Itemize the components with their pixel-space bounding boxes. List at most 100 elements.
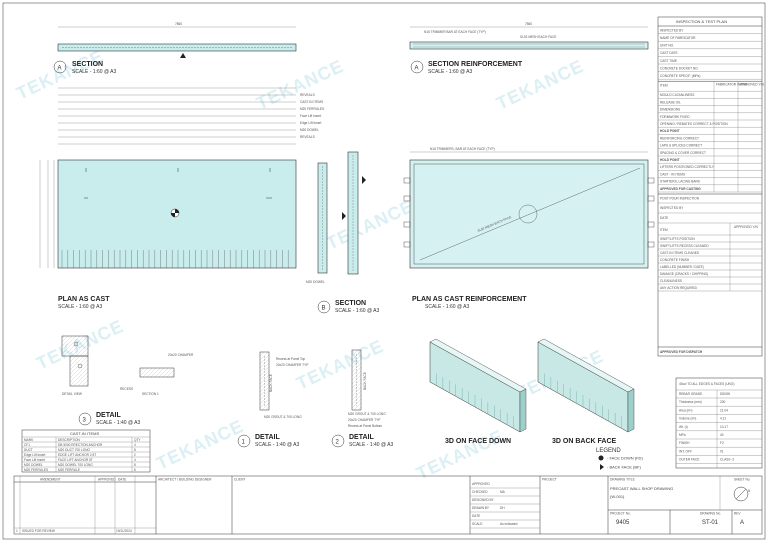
castin-cell: Face Lift Insert [24,458,45,462]
castin-cell: 8 [134,448,136,452]
property-label: Area (m²) [679,408,692,412]
castin-cell: Edge Lift Insert [24,453,46,457]
castin-cell: 4 [134,443,136,447]
inspection-header-row: CONCRETE SPECIF. (MPa) [660,74,700,78]
svg-text:TEKANCE: TEKANCE [323,196,417,254]
panel-bottom-teeth [61,250,289,268]
castin-cell: 4 [134,458,136,462]
svg-text:- BACK FACE (BF): - BACK FACE (BF) [607,465,641,470]
svg-text:N: N [748,489,751,493]
check-item: LAPS & SPLICES CORRECT [660,144,702,148]
inspection-header-row: INSPECTED BY [660,28,684,32]
svg-text:Recess at Panel Top: Recess at Panel Top [276,357,305,361]
detail-3-view: DETAIL VIEW SECTION 1 20x20 CHAMFER RECE… [61,335,194,426]
svg-text:DETAIL: DETAIL [349,434,374,441]
inspection-header-row: NAME OF FABRICATOR [660,36,696,40]
castin-cell: M20 DOWEL [24,463,43,467]
svg-text:TEKANCE: TEKANCE [253,56,347,114]
castin-header: QTY [134,438,141,442]
castin-cell: FACE LIFT ANCHOR 5T [58,458,93,462]
svg-text:DETAIL: DETAIL [255,434,280,441]
role-value: DH [500,506,505,510]
check-item: MOULD CLEANLINESS [660,93,694,97]
svg-text:Face Lift Insert: Face Lift Insert [300,114,321,118]
post-pour-row: INSPECTED BY [660,206,684,210]
svg-text:ST-01: ST-01 [702,520,719,526]
role-value: As indicated [500,522,518,526]
svg-text:7860: 7860 [175,22,182,26]
svg-text:B: B [322,306,326,312]
svg-text:A: A [58,66,62,72]
svg-text:40cw TO ALL EDGES & FACES (UNO: 40cw TO ALL EDGES & FACES (UNO) [679,382,734,386]
check-item: CAST - IN ITEMS [660,172,685,176]
svg-text:PROJECT: PROJECT [542,478,557,482]
inspection-header-row: CAST TIME [660,59,677,63]
check-item: SPACING & COVER CORRECT [660,151,706,155]
detail-2-view: BACK FACE M20 GROUT & 700 LONG 20x20 CHA… [331,349,393,448]
castin-cell: M20 DOWEL 700 LONG [58,463,93,467]
svg-text:SECTION: SECTION [72,61,103,68]
title-block: AMENDMENT APPROVED DATE 1 ISSUED FOR REV… [13,475,763,535]
property-label: REBAR GRADE [679,392,702,396]
property-label: Volume (m³) [679,417,696,421]
post-pour-row: DATE [660,216,668,220]
property-value: 40 [720,433,724,437]
properties-table: 40cw TO ALL EDGES & FACES (UNO) REBAR GR… [675,377,763,469]
post-check-item: ANY ACTION REQUIRED [660,286,698,290]
back-face-icon [600,464,604,470]
property-value: 10.17 [720,425,728,429]
3d-back-face-view: 3D ON BACK FACE [537,338,635,445]
svg-text:9405: 9405 [616,520,630,526]
section-a-marker [53,60,67,74]
role-label: CHECKED [472,490,488,494]
castin-cell: M20 DUCT 700 LONG [58,448,91,452]
inspection-header-row: CONCRETE DOCKET NO. [660,66,699,70]
svg-text:DETAIL VIEW: DETAIL VIEW [62,392,82,396]
check-item: HOLD POINT [660,158,680,162]
svg-text:M20 GROUT & 700 LONG: M20 GROUT & 700 LONG [348,412,386,416]
property-label: FINISH [679,441,690,445]
check-item: RELEASE OIL [660,100,681,104]
castin-header: MARK [24,438,34,442]
reinf-panel [409,159,649,269]
legend: LEGEND - FACE DOWN (FD) - BACK FACE (BF) [596,448,643,470]
svg-text:20x20 CHAMFER TYP: 20x20 CHAMFER TYP [348,418,380,422]
svg-text:1: 1 [242,440,246,446]
post-check-item: LABELLED (NUMBER / DATE) [660,265,704,269]
post-check-item: DAMAGE (CRACKS / CHIPPING) [660,272,708,276]
plan-as-cast-view: REVEALS CAST-IN ITEMS M20 FERRULES Face … [39,87,324,310]
svg-text:ISSUED FOR REVIEW: ISSUED FOR REVIEW [22,529,55,533]
svg-text:INSPECTION & TEST PLAN: INSPECTION & TEST PLAN [676,19,727,24]
property-value: D500N [720,392,731,396]
post-check-item: CONCRETE FINISH [660,258,690,262]
face-down-icon [598,455,604,461]
svg-text:RECESS: RECESS [120,387,133,391]
post-check-item: SWIFTLIFTS POSITION [660,237,695,241]
inspection-header-row: CAST DATE [660,51,678,55]
svg-text:Edge Lift Insert: Edge Lift Insert [300,121,322,125]
svg-text:Recess at Panel Bottom: Recess at Panel Bottom [348,424,383,428]
post-check-item: CAST-IN ITEMS CLEANED [660,251,700,255]
svg-text:CLIENT: CLIENT [234,478,245,482]
svg-text:A: A [415,66,419,72]
post-col-approved: APPROVED Y/N [734,225,759,229]
svg-text:SCALE - 1:60 @ A3: SCALE - 1:60 @ A3 [58,304,102,310]
section-a-view: 7860 A SECTION SCALE - 1:60 @ A3 [53,22,297,75]
svg-text:20x20 CHAMFER TYP: 20x20 CHAMFER TYP [276,363,308,367]
svg-text:TEKANCE: TEKANCE [153,416,247,474]
svg-text:PRECAST WALL SHOP DRAWING: PRECAST WALL SHOP DRAWING [610,486,673,491]
svg-text:SCALE - 1:40 @ A3: SCALE - 1:40 @ A3 [255,442,299,448]
post-col-item: ITEM [660,228,668,232]
north-arrow-icon [733,486,749,502]
check-item: STARTERS, LACING BARS [660,180,700,184]
svg-text:LEGEND: LEGEND [596,448,621,454]
property-label: OUTER FACE [679,458,699,462]
svg-text:SECTION: SECTION [335,300,366,307]
inspection-table: INSPECTION & TEST PLAN INSPECTED BY NAME … [657,16,765,357]
svg-text:N16 TRIMMER BAR AT EACH FACE (: N16 TRIMMER BAR AT EACH FACE (TYP) [424,30,486,34]
role-label: DATE [472,514,480,518]
post-check-item: SWIFTLIFTS RECESS CLEANED [660,244,709,248]
svg-text:SCALE - 1:40 @ A3: SCALE - 1:40 @ A3 [349,442,393,448]
castin-cell: EDGE LIFT ANCHOR 2.5T [58,453,96,457]
